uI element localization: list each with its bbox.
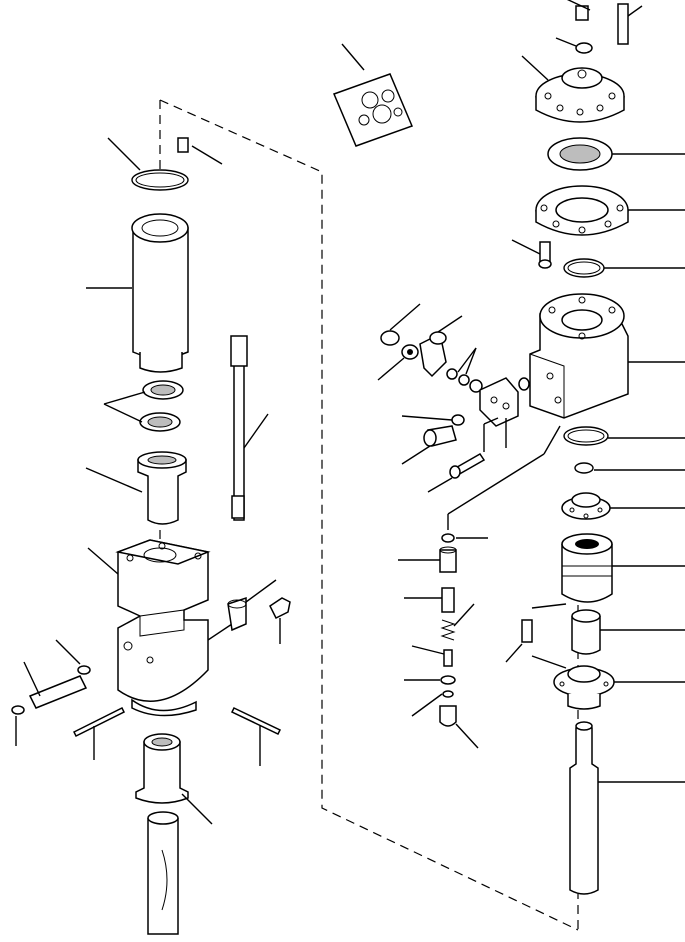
output-shaft (569, 721, 685, 895)
top-screw (177, 137, 223, 165)
guide-sleeve (571, 609, 685, 655)
coil-assembly (561, 533, 685, 603)
left-assembly (11, 137, 291, 935)
lower-flange (553, 665, 685, 710)
valve-leader-2 (447, 453, 545, 515)
bolt-and-washer (401, 414, 465, 465)
valve-leader (543, 425, 561, 455)
bearing-pair (103, 380, 184, 432)
top-cover (521, 55, 625, 123)
left-pin-set (11, 639, 91, 746)
long-rod (230, 335, 269, 521)
bushing (85, 451, 187, 525)
manifold-block (479, 377, 530, 448)
seal-kit-card (332, 43, 414, 147)
long-bolt (427, 417, 499, 493)
spring-seat (561, 492, 685, 520)
lower-o-ring (563, 426, 685, 446)
check-valve-stack (398, 533, 488, 749)
top-o-ring (107, 137, 189, 191)
banjo-fitting-group (377, 303, 483, 393)
dowel-pins (72, 706, 282, 766)
piston-rod (147, 811, 179, 935)
cylinder-sleeve (86, 213, 189, 373)
top-bolts (555, 0, 643, 54)
upper-o-ring (563, 258, 685, 278)
valve-body (529, 293, 685, 419)
small-pin (505, 603, 567, 669)
middle-parts (332, 43, 567, 749)
flange-ring (535, 185, 685, 236)
assembly-dashed-lines (159, 99, 579, 931)
side-bolt (511, 239, 552, 269)
lower-sleeve (135, 733, 213, 825)
diaphragm-plate (547, 137, 685, 171)
small-ring (574, 462, 685, 474)
right-assembly (511, 0, 685, 895)
main-housing (87, 539, 233, 717)
cap-and-nipple (227, 579, 291, 644)
